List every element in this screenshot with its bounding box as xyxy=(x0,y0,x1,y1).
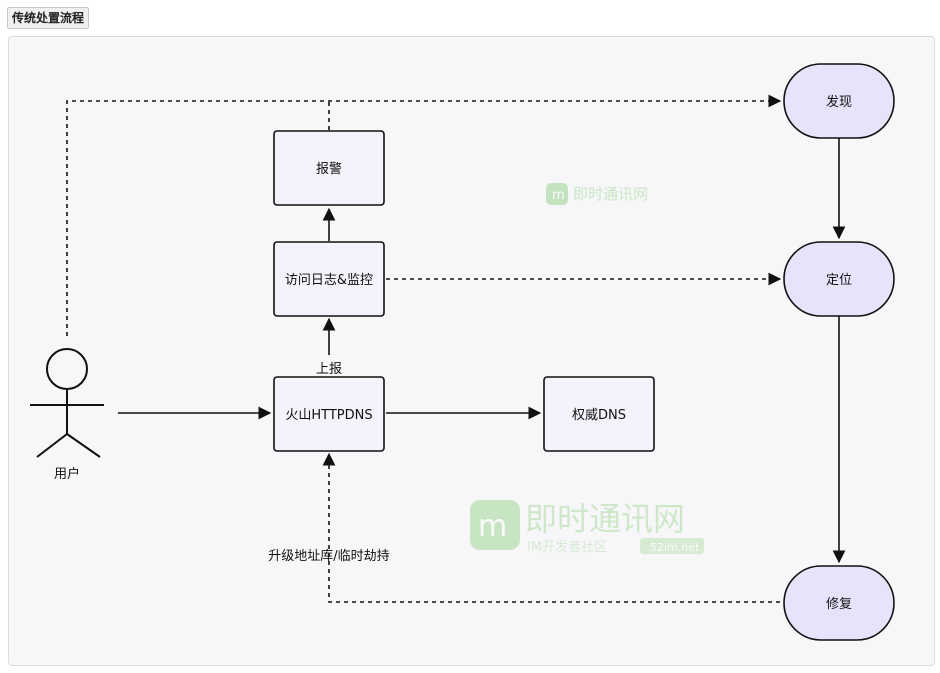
node-locate: 定位 xyxy=(783,241,895,317)
node-access-log-monitor-label: 访问日志&监控 xyxy=(285,273,373,288)
node-httpdns: 火山HTTPDNS xyxy=(273,376,385,452)
node-httpdns-label: 火山HTTPDNS xyxy=(285,408,372,423)
node-repair: 修复 xyxy=(783,565,895,641)
node-locate-label: 定位 xyxy=(826,273,852,288)
watermark-small-brand: 即时通讯网 xyxy=(573,185,648,203)
svg-text:m: m xyxy=(552,188,565,203)
user-actor-icon xyxy=(30,348,104,458)
edge-repair-to-httpdns xyxy=(322,452,780,603)
node-authoritative-dns-label: 权威DNS xyxy=(572,407,626,423)
watermark-small: m 即时通讯网 xyxy=(546,183,648,205)
node-access-log-monitor: 访问日志&监控 xyxy=(273,241,385,317)
edge-label-report: 上报 xyxy=(316,362,342,377)
node-discover-label: 发现 xyxy=(826,94,852,110)
node-authoritative-dns: 权威DNS xyxy=(543,376,655,452)
edge-user-to-discover xyxy=(66,94,782,336)
svg-text:m: m xyxy=(478,509,507,544)
node-repair-label: 修复 xyxy=(826,597,852,612)
node-alarm: 报警 xyxy=(273,130,385,206)
node-discover: 发现 xyxy=(783,63,895,139)
watermark-site: 52im.net xyxy=(650,541,700,554)
watermark-tagline: IM开发者社区 xyxy=(527,539,607,555)
edge-label-upgrade: 升级地址库/临时劫持 xyxy=(268,548,389,564)
watermark-large: m 即时通讯网 IM开发者社区 52im.net xyxy=(470,500,704,555)
node-alarm-label: 报警 xyxy=(316,161,342,177)
diagram-title: 传统处置流程 xyxy=(7,7,90,29)
diagram-canvas xyxy=(8,36,935,666)
watermark-large-brand: 即时通讯网 xyxy=(525,500,685,538)
user-actor-label: 用户 xyxy=(54,466,80,482)
